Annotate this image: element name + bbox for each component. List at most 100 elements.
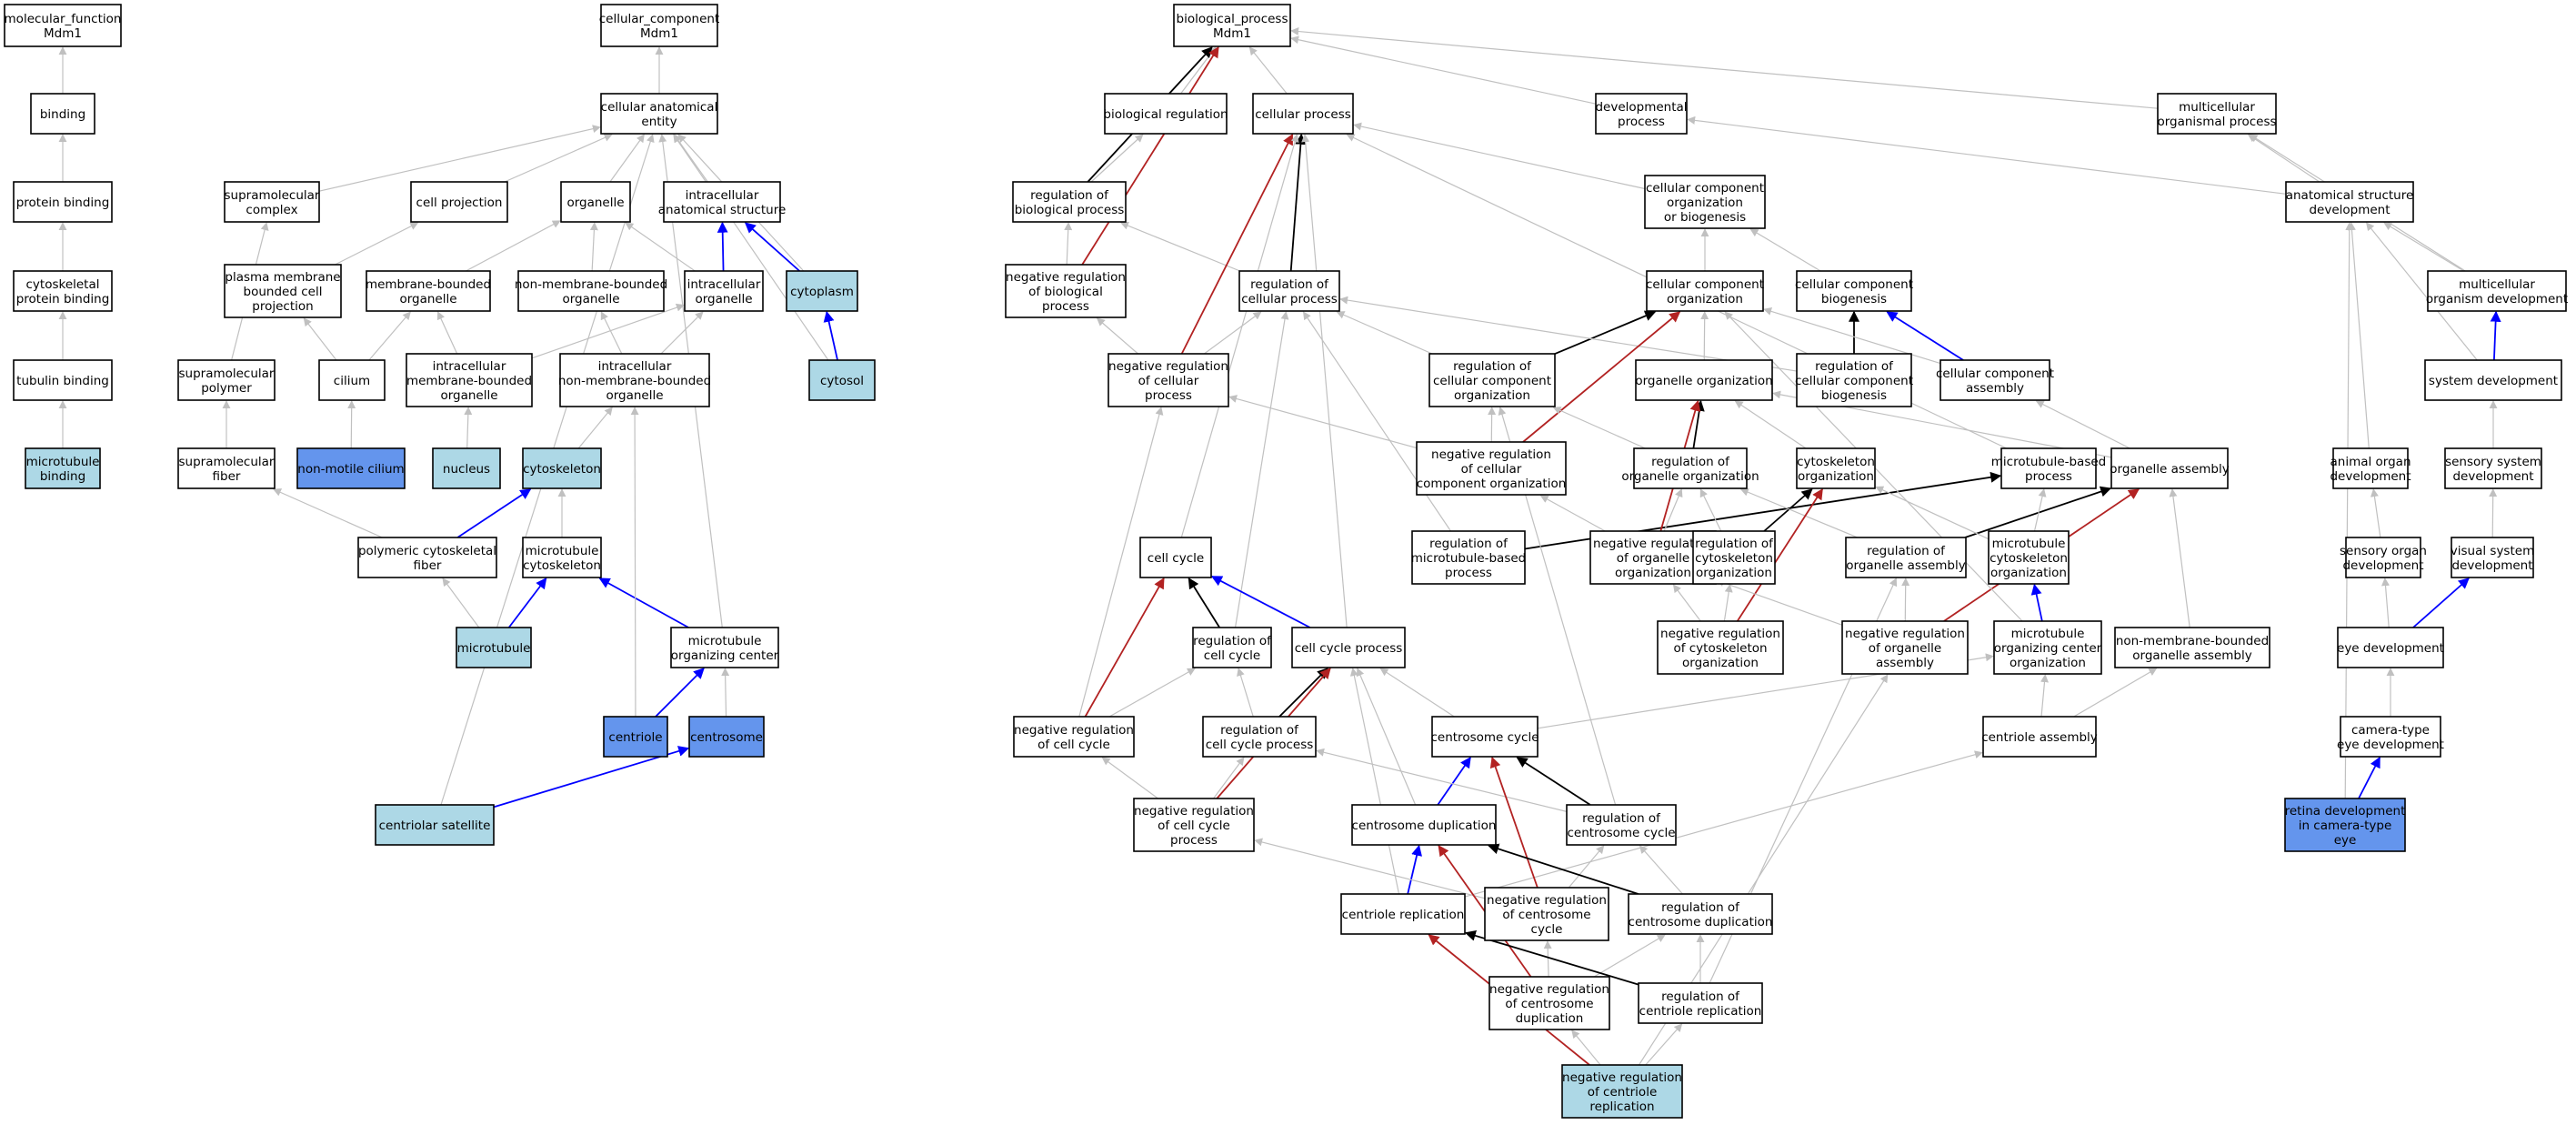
- node-centriole-replication[interactable]: centriole replication: [1340, 893, 1466, 935]
- node-cytosol[interactable]: cytosol: [808, 359, 876, 401]
- node-biological-regulation[interactable]: biological regulation: [1103, 93, 1228, 135]
- node-box: [603, 716, 668, 758]
- edge-gray-centriole-to-inmbo: [630, 407, 639, 718]
- node-label-line: microtubule-based: [1411, 551, 1527, 566]
- node-eye-development[interactable]: eye development: [2337, 627, 2444, 668]
- node-non-motile-cilium[interactable]: non-motile cilium: [296, 447, 406, 489]
- node-intracellular-non-membrane-bounded-organelle[interactable]: intracellularnon-membrane-boundedorganel…: [558, 353, 711, 407]
- node-organelle-assembly[interactable]: organelle assembly: [2110, 447, 2230, 489]
- node-box: [366, 270, 491, 312]
- node-tubulin-binding[interactable]: tubulin binding: [13, 359, 113, 401]
- node-box: [559, 353, 710, 407]
- node-system-development[interactable]: system development: [2424, 359, 2562, 401]
- node-cilium[interactable]: cilium: [318, 359, 386, 401]
- node-cell-projection[interactable]: cell projection: [410, 181, 508, 223]
- node-centriolar-satellite[interactable]: centriolar satellite: [375, 804, 495, 846]
- edge-blue-eyedev-to-vsd: [2412, 578, 2470, 628]
- node-centriole-assembly[interactable]: centriole assembly: [1981, 716, 2098, 758]
- node-label-line: development: [2309, 203, 2390, 217]
- node-centrosome-duplication[interactable]: centrosome duplication: [1351, 804, 1497, 846]
- edge-gray-mcop-to-bp: [1290, 27, 2159, 109]
- edge-gray-bioreg-to-bp: [1180, 46, 1217, 95]
- node-cell-cycle-process[interactable]: cell cycle process: [1291, 627, 1406, 668]
- node-centrosome[interactable]: centrosome: [688, 716, 765, 758]
- node-cell-cycle[interactable]: cell cycle: [1139, 537, 1212, 578]
- node-binding[interactable]: binding: [30, 93, 95, 135]
- node-centriole[interactable]: centriole: [603, 716, 668, 758]
- node-box: [318, 359, 386, 401]
- node-microtubule[interactable]: microtubule: [456, 627, 532, 668]
- node-nucleus[interactable]: nucleus: [432, 447, 501, 489]
- node-centrosome-cycle[interactable]: centrosome cycle: [1430, 716, 1539, 758]
- node-cellular-process[interactable]: cellular process: [1252, 93, 1354, 135]
- node-organelle[interactable]: organelle: [560, 181, 631, 223]
- edge-blue-sysdev-to-mod: [2490, 310, 2501, 361]
- node-protein-binding[interactable]: protein binding: [13, 181, 113, 223]
- node-cytoplasm[interactable]: cytoplasm: [786, 270, 858, 312]
- node-cytoskeleton[interactable]: cytoskeleton: [522, 447, 602, 489]
- node-organelle-organization[interactable]: organelle organization: [1635, 359, 1773, 401]
